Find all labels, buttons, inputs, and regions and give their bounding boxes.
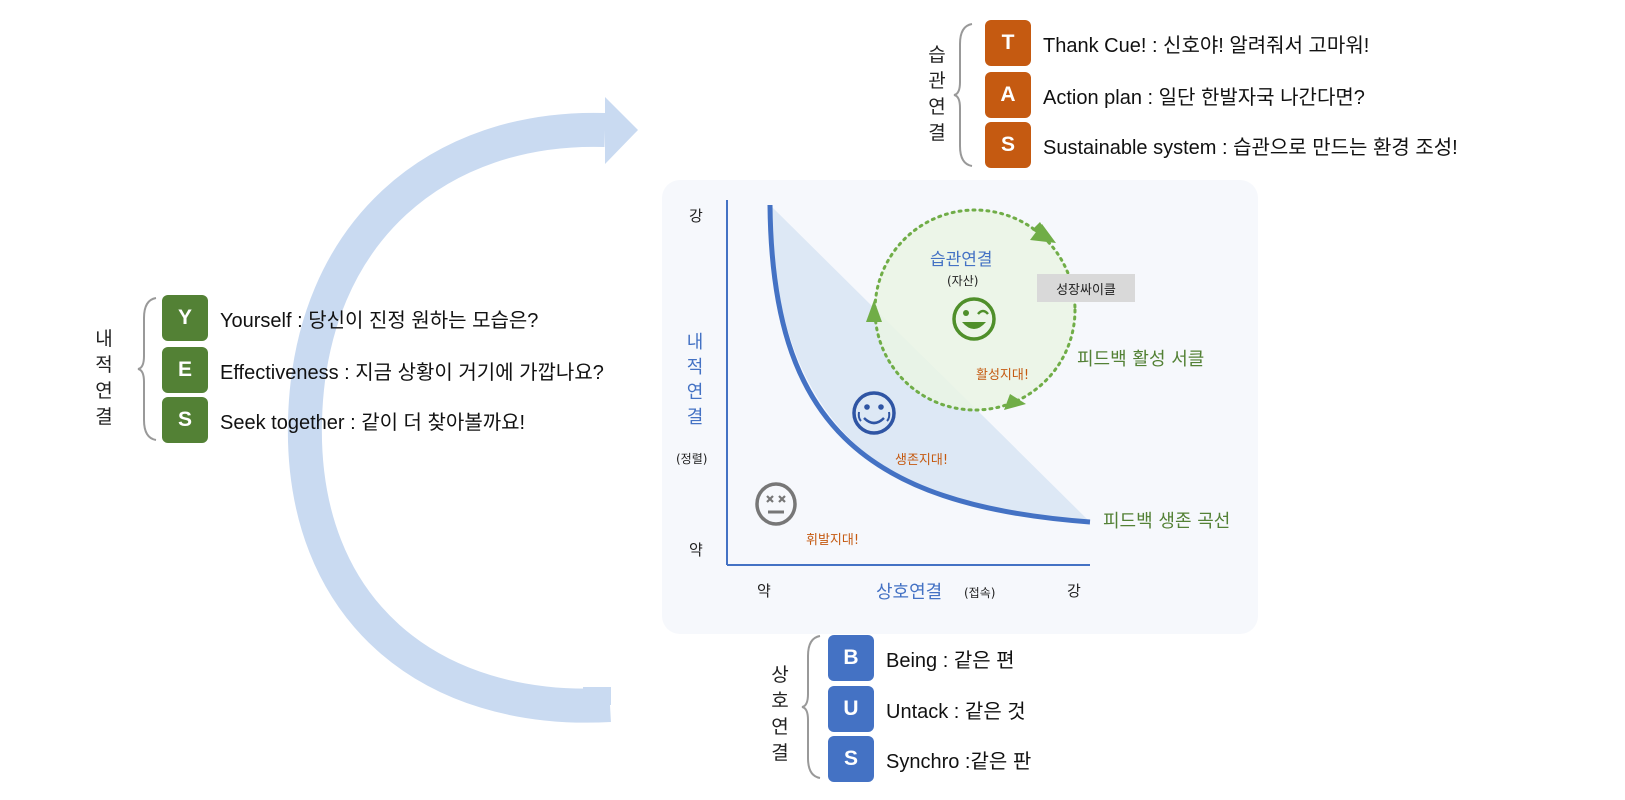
active-circle-label: 피드백 활성 서클 xyxy=(1077,349,1205,370)
habit-group-label: 습관연결 xyxy=(925,42,949,146)
habit-item-text: Sustainable system : 습관으로 만드는 환경 조성! xyxy=(1043,136,1458,159)
mutual-item-u: U Untack : 같은 것 xyxy=(828,686,1026,732)
x-axis-high-label: 강 xyxy=(1067,582,1081,600)
inner-item-text: Seek together : 같이 더 찾아볼까요! xyxy=(220,411,526,434)
inner-item-e: E Effectiveness : 지금 상황이 거기에 가깝나요? xyxy=(162,347,604,393)
habit-item-t: T Thank Cue! : 신호야! 알려줘서 고마워! xyxy=(985,20,1369,66)
circle-arrow-left xyxy=(866,300,882,322)
badge-u: U xyxy=(828,686,874,732)
circle-arrow-top-right-head xyxy=(1030,224,1056,243)
badge-a: A xyxy=(985,72,1031,118)
circle-title: 습관연결 xyxy=(930,250,993,270)
survival-zone-label: 생존지대! xyxy=(895,453,949,468)
mutual-group-label: 상호연결 xyxy=(768,662,792,766)
inner-group-title: 내적연결 xyxy=(95,328,113,428)
growth-cycle-tag: 성장싸이클 xyxy=(1037,274,1135,302)
badge-s: S xyxy=(162,397,208,443)
habit-brace xyxy=(953,23,973,167)
survival-curve xyxy=(767,204,1091,525)
mutual-group-title: 상호연결 xyxy=(771,664,789,764)
badge-s: S xyxy=(985,122,1031,168)
mutual-item-s: S Synchro :같은 판 xyxy=(828,736,1031,782)
mutual-brace xyxy=(801,635,821,779)
badge-t: T xyxy=(985,20,1031,66)
inner-item-text: Effectiveness : 지금 상황이 거기에 가깝나요? xyxy=(220,361,604,384)
active-zone-label: 활성지대! xyxy=(976,368,1030,383)
winking-face-icon xyxy=(952,297,996,341)
y-axis-subtitle: (정렬) xyxy=(676,452,708,466)
circle-arrow-bottom xyxy=(1004,394,1026,410)
habit-item-s: S Sustainable system : 습관으로 만드는 환경 조성! xyxy=(985,122,1458,168)
arc-arrow-body xyxy=(287,112,611,723)
arc-arrow-head xyxy=(605,97,638,164)
mutual-item-text: Being : 같은 편 xyxy=(886,649,1015,672)
badge-b: B xyxy=(828,635,874,681)
inner-item-y: Y Yourself : 당신이 진정 원하는 모습은? xyxy=(162,295,538,341)
mutual-item-b: B Being : 같은 편 xyxy=(828,635,1015,681)
inner-brace xyxy=(137,297,157,441)
badge-s: S xyxy=(828,736,874,782)
inner-item-text: Yourself : 당신이 진정 원하는 모습은? xyxy=(220,309,539,332)
inner-group-label: 내적연결 xyxy=(92,326,116,430)
y-axis-high-label: 강 xyxy=(689,207,703,225)
mutual-item-text: Untack : 같은 것 xyxy=(886,700,1026,723)
active-circle-fill xyxy=(875,210,1075,410)
y-axis-low-label: 약 xyxy=(689,541,703,559)
circle-subtitle: (자산) xyxy=(947,274,979,288)
habit-item-text: Thank Cue! : 신호야! 알려줘서 고마워! xyxy=(1043,34,1370,57)
habit-group-title: 습관연결 xyxy=(928,44,946,144)
y-axis-title: 내적연결 xyxy=(686,332,704,428)
habit-item-text: Action plan : 일단 한발자국 나간다면? xyxy=(1043,86,1365,109)
smiling-face-icon xyxy=(852,391,896,435)
mutual-item-text: Synchro :같은 판 xyxy=(886,750,1032,773)
inner-item-s: S Seek together : 같이 더 찾아볼까요! xyxy=(162,397,525,443)
badge-e: E xyxy=(162,347,208,393)
volatile-zone-label: 휘발지대! xyxy=(806,533,860,548)
dizzy-face-icon xyxy=(755,482,797,526)
habit-item-a: A Action plan : 일단 한발자국 나간다면? xyxy=(985,72,1365,118)
x-axis-low-label: 약 xyxy=(757,582,771,600)
x-axis-title: 상호연결 xyxy=(876,582,943,603)
arc-arrow-tail xyxy=(583,687,611,705)
badge-y: Y xyxy=(162,295,208,341)
survival-curve-label: 피드백 생존 곡선 xyxy=(1103,511,1231,532)
x-axis-subtitle: (접속) xyxy=(964,586,996,600)
